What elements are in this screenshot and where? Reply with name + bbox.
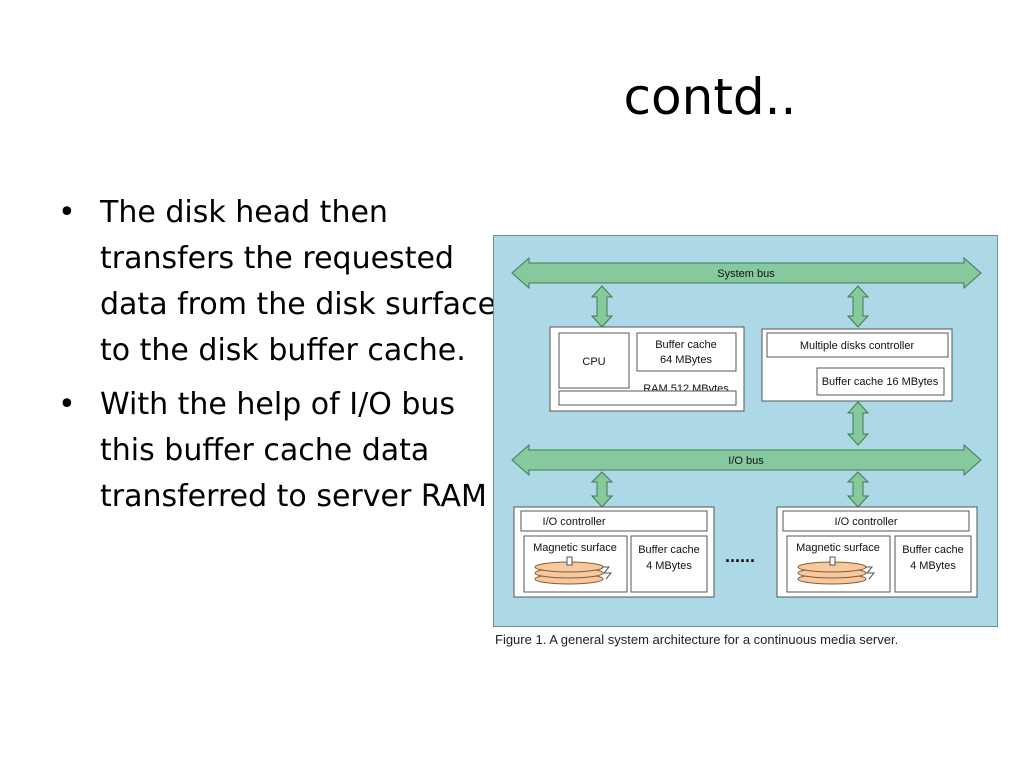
left-io-controller-label: I/O controller <box>543 516 606 528</box>
figure-caption: Figure 1. A general system architecture … <box>495 632 899 647</box>
bullet-icon: • <box>58 387 76 422</box>
slide-title: contd.. <box>623 68 797 126</box>
buffer-cache-label: Buffer cache <box>655 339 717 351</box>
controller-bus-connector-arrow <box>846 285 870 328</box>
bullet-item: • The disk head then transfers the reques… <box>58 190 498 374</box>
right-disk-platters-icon <box>797 556 876 585</box>
system-bus-arrow <box>511 256 982 290</box>
bullet-icon: • <box>58 195 76 230</box>
io-bus-arrow <box>511 443 982 477</box>
disks-buffer-cache-label: Buffer cache 16 MBytes <box>822 376 939 388</box>
left-disk-platters-icon <box>534 556 613 585</box>
left-magnetic-surface-label: Magnetic surface <box>533 542 617 554</box>
bullet-item: • With the help of I/O bus this buffer ca… <box>58 382 498 520</box>
architecture-diagram: System bus CPU Buffer cache 64 MBytes RA… <box>511 256 982 598</box>
cpu-label: CPU <box>582 356 605 368</box>
bullet-list: • The disk head then transfers the reques… <box>58 190 498 528</box>
left-disk-cache-size: 4 MBytes <box>646 560 692 572</box>
disks-controller-label: Multiple disks controller <box>800 340 915 352</box>
left-io-controller-box <box>520 510 708 532</box>
right-disk-cache-label: Buffer cache <box>902 544 964 556</box>
buffer-cache-box <box>636 332 737 372</box>
disks-buffer-cache-box <box>816 367 945 396</box>
cpu-bus-connector-arrow <box>590 285 614 328</box>
controller-io-connector-arrow <box>846 401 870 446</box>
right-disk-cache-box <box>894 535 972 593</box>
ellipsis-label: ...... <box>725 546 755 566</box>
right-disk-cache-size: 4 MBytes <box>910 560 956 572</box>
ram-box <box>558 390 737 406</box>
disks-controller-box <box>766 332 949 358</box>
right-io-controller-label: I/O controller <box>835 516 898 528</box>
buffer-cache-size: 64 MBytes <box>660 354 712 366</box>
right-magnetic-surface-label: Magnetic surface <box>796 542 880 554</box>
left-disk-cache-label: Buffer cache <box>638 544 700 556</box>
io-bus-label: I/O bus <box>728 455 764 467</box>
bullet-text: The disk head then transfers the request… <box>100 195 497 368</box>
left-controller-connector-arrow <box>590 471 614 508</box>
bullet-text: With the help of I/O bus this buffer cac… <box>100 387 487 514</box>
right-controller-connector-arrow <box>846 471 870 508</box>
cpu-box <box>558 332 630 389</box>
left-disk-cache-box <box>630 535 708 593</box>
system-bus-label: System bus <box>717 268 775 280</box>
architecture-figure: System bus CPU Buffer cache 64 MBytes RA… <box>493 235 998 627</box>
right-io-controller-box <box>782 510 970 532</box>
